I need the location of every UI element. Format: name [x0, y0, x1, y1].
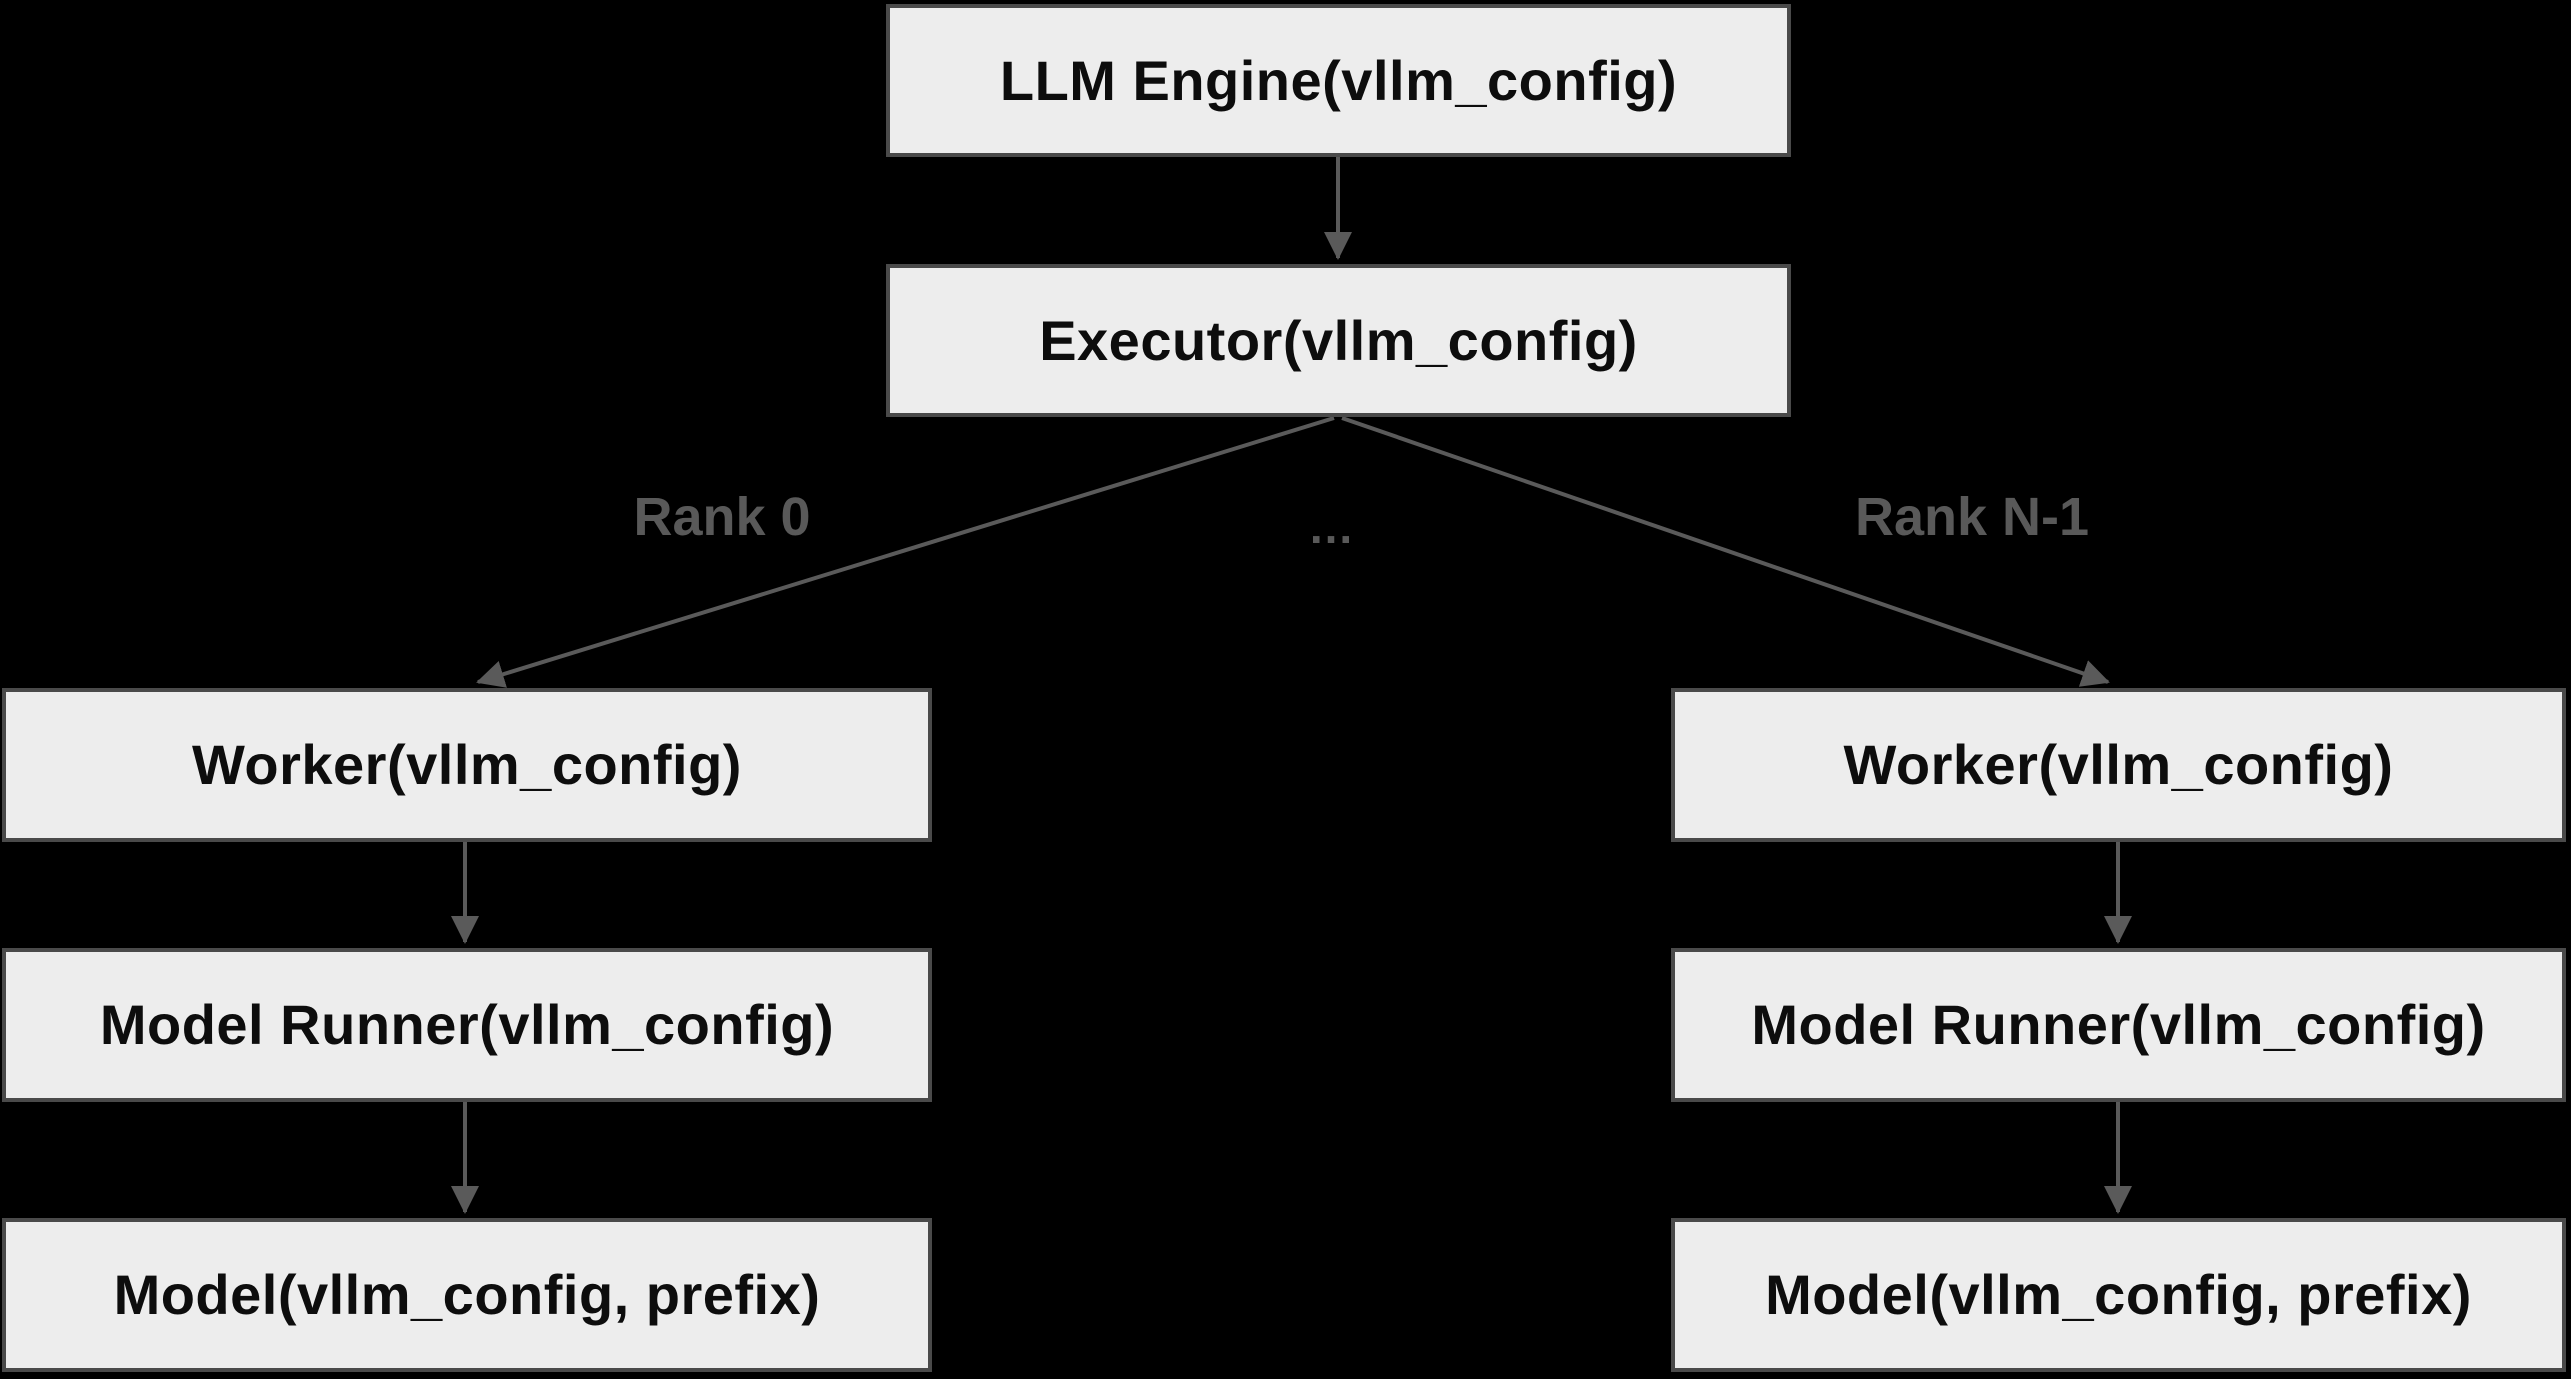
node-model-runner-rankn: Model Runner(vllm_config): [1671, 948, 2566, 1102]
node-model-runner-rank0: Model Runner(vllm_config): [2, 948, 932, 1102]
node-model-rankn-label: Model(vllm_config, prefix): [1765, 1263, 2472, 1326]
edge-label-rank-n-1: Rank N-1: [1854, 487, 2090, 547]
node-worker-rankn-label: Worker(vllm_config): [1843, 733, 2394, 796]
edge-executor-to-worker-right: [1341, 416, 2110, 687]
node-executor: Executor(vllm_config): [886, 264, 1791, 417]
node-model-runner-rankn-label: Model Runner(vllm_config): [1751, 993, 2486, 1056]
node-worker-rank0: Worker(vllm_config): [2, 688, 932, 842]
node-llm-engine-label: LLM Engine(vllm_config): [999, 48, 1678, 112]
node-model-runner-rank0-label: Model Runner(vllm_config): [99, 993, 835, 1056]
edge-label-rank-0: Rank 0: [633, 487, 811, 547]
node-llm-engine: LLM Engine(vllm_config): [886, 4, 1791, 157]
edge-label-ellipsis: ...: [1309, 501, 1355, 553]
node-executor-label: Executor(vllm_config): [1039, 308, 1638, 372]
node-model-rank0: Model(vllm_config, prefix): [2, 1218, 932, 1372]
node-model-rank0-label: Model(vllm_config, prefix): [113, 1263, 821, 1326]
node-worker-rankn: Worker(vllm_config): [1671, 688, 2566, 842]
node-model-rankn: Model(vllm_config, prefix): [1671, 1218, 2566, 1372]
node-worker-rank0-label: Worker(vllm_config): [192, 733, 742, 796]
edge-executor-to-worker-left: [476, 416, 1335, 688]
